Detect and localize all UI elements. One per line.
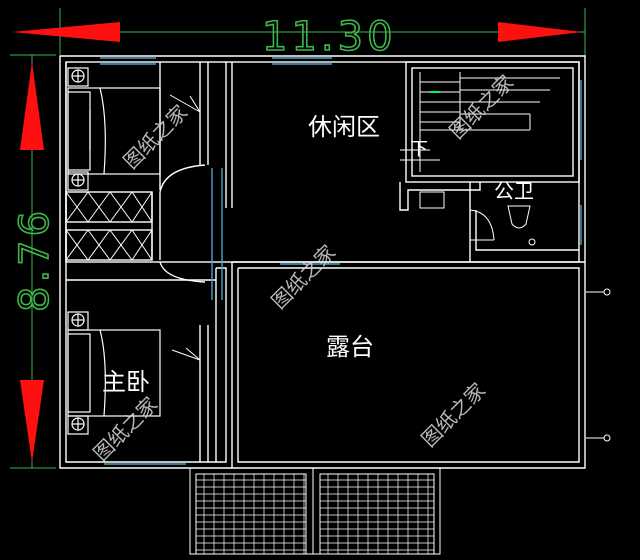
watermark-3: 图纸之家	[267, 240, 341, 314]
depth-dimension-label: 8.76	[12, 207, 58, 312]
bed-bottom	[67, 311, 161, 435]
doors	[169, 94, 495, 361]
grating-lines	[196, 474, 434, 554]
dimension-arrows	[12, 22, 582, 462]
leisure-area-label: 休闲区	[308, 113, 380, 141]
bed-top	[67, 67, 161, 191]
wardrobes	[65, 191, 153, 261]
windows	[100, 57, 582, 465]
balcony-grating	[189, 467, 441, 555]
watermark-5: 图纸之家	[417, 378, 491, 452]
bathroom-fixtures	[419, 191, 536, 246]
watermark-4: 图纸之家	[89, 392, 163, 466]
watermark-1: 图纸之家	[119, 100, 193, 174]
arrow-down	[20, 380, 44, 462]
stair-down-label: 下	[410, 139, 428, 160]
bathroom-label: 公卫	[494, 179, 534, 203]
width-dimension-label: 11.30	[262, 14, 397, 60]
master-bedroom-label: 主卧	[102, 368, 150, 396]
walls	[59, 55, 586, 469]
staircase	[400, 72, 560, 172]
exterior-taps	[586, 288, 611, 442]
arrow-right	[498, 22, 582, 42]
arrow-left	[12, 22, 120, 42]
watermark-2: 图纸之家	[445, 70, 519, 144]
terrace-label: 露台	[326, 333, 374, 361]
arrow-up	[20, 62, 44, 150]
